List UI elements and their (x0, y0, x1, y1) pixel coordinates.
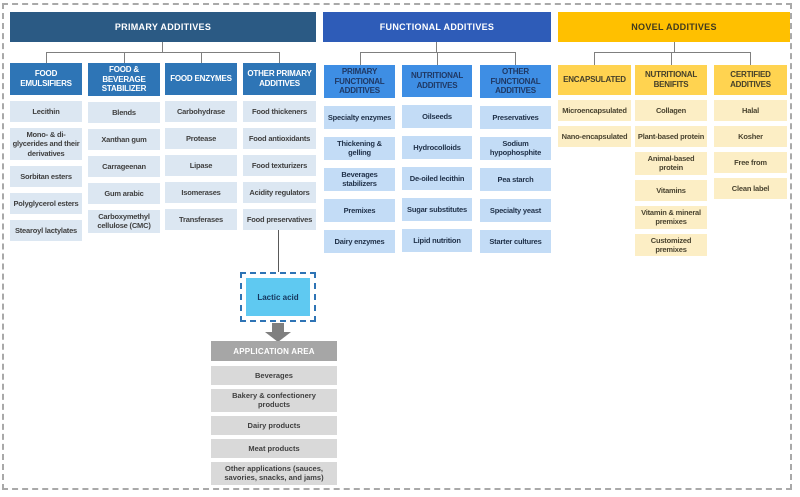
lactic-acid-label: Lactic acid (246, 278, 310, 316)
connector-novel-drop-2 (671, 52, 672, 65)
item-clean-label: Clean label (714, 178, 787, 199)
lactic-acid-highlight-box: Lactic acid (240, 272, 316, 322)
down-arrow-head-icon (265, 332, 291, 342)
item-free-from: Free from (714, 152, 787, 173)
item-premixes: Premixes (324, 198, 395, 222)
nutritional-additives-header: NUTRITIONAL ADDITIVES (402, 65, 472, 97)
column-other-functional-additives: OTHER FUNCTIONAL ADDITIVES Preservatives… (480, 65, 551, 253)
app-item-meat-products: Meat products (211, 438, 337, 458)
item-beverages-stabilizers: Beverages stabilizers (324, 167, 395, 191)
other-functional-additives-header: OTHER FUNCTIONAL ADDITIVES (480, 65, 551, 98)
item-acidity-regulators: Acidity regulators (243, 182, 316, 203)
primary-additives-header: PRIMARY ADDITIVES (10, 12, 316, 42)
app-item-other-applications: Other applications (sauces, savories, sn… (211, 461, 337, 485)
item-carbohydrase: Carbohydrase (165, 101, 237, 122)
column-nutritional-benifits: NUTRITIONAL BENIFITS Collagen Plant-base… (635, 65, 707, 257)
column-other-primary-additives: OTHER PRIMARY ADDITIVES Food thickeners … (243, 63, 316, 230)
functional-additives-header: FUNCTIONAL ADDITIVES (323, 12, 551, 42)
connector-functional-stem (436, 42, 437, 52)
item-customized-premixes: Customized premixes (635, 233, 707, 257)
application-area-list: Beverages Bakery & confectionery product… (211, 366, 337, 485)
item-cmc: Carboxymethyl cellulose (CMC) (88, 209, 160, 233)
item-collagen: Collagen (635, 100, 707, 121)
item-lipid-nutrition: Lipid nutrition (402, 229, 472, 252)
item-food-texturizers: Food texturizers (243, 155, 316, 176)
item-stearoyl-lactylates: Stearoyl lactylates (10, 220, 82, 242)
connector-primary-drop-3 (201, 52, 202, 63)
item-protease: Protease (165, 128, 237, 149)
connector-novel-horizontal (594, 52, 751, 53)
food-emulsifiers-header: FOOD EMULSIFIERS (10, 63, 82, 95)
item-plant-based-protein: Plant-based protein (635, 126, 707, 147)
item-hydrocolloids: Hydrocolloids (402, 136, 472, 159)
connector-novel-stem (674, 42, 675, 52)
item-sugar-substitutes: Sugar substitutes (402, 198, 472, 221)
item-isomerases: Isomerases (165, 182, 237, 203)
app-item-dairy-products: Dairy products (211, 415, 337, 435)
column-primary-functional-additives: PRIMARY FUNCTIONAL ADDITIVES Specialty e… (324, 65, 395, 253)
column-nutritional-additives: NUTRITIONAL ADDITIVES Oilseeds Hydrocoll… (402, 65, 472, 252)
primary-functional-additives-header: PRIMARY FUNCTIONAL ADDITIVES (324, 65, 395, 98)
item-halal: Halal (714, 100, 787, 121)
item-vitamins: Vitamins (635, 179, 707, 201)
item-oilseeds: Oilseeds (402, 105, 472, 128)
item-thickening-gelling: Thickening & gelling (324, 136, 395, 160)
column-food-beverage-stabilizer: FOOD & BEVERAGE STABILIZER Blends Xantha… (88, 63, 160, 233)
connector-primary-drop-2 (124, 52, 125, 63)
connector-functional-horizontal (360, 52, 516, 53)
encapsulated-header: ENCAPSULATED (558, 65, 631, 95)
column-certified-additives: CERTIFIED ADDITIVES Halal Kosher Free fr… (714, 65, 787, 199)
item-food-preservatives: Food preservatives (243, 209, 316, 230)
connector-lactic-acid (278, 230, 279, 273)
novel-additives-header: NOVEL ADDITIVES (558, 12, 790, 42)
connector-primary-drop-4 (279, 52, 280, 63)
item-lecithin: Lecithin (10, 101, 82, 122)
column-food-emulsifiers: FOOD EMULSIFIERS Lecithin Mono- & di-gly… (10, 63, 82, 242)
application-area-header: APPLICATION AREA (211, 341, 337, 361)
item-gum-arabic: Gum arabic (88, 182, 160, 204)
connector-functional-drop-2 (437, 52, 438, 65)
connector-functional-drop-3 (515, 52, 516, 65)
item-specialty-enzymes: Specialty enzymes (324, 105, 395, 129)
item-de-oiled-lecithin: De-oiled lecithin (402, 167, 472, 190)
item-specialty-yeast: Specialty yeast (480, 198, 551, 222)
item-dairy-enzymes: Dairy enzymes (324, 229, 395, 253)
other-primary-additives-header: OTHER PRIMARY ADDITIVES (243, 63, 316, 95)
item-mono-di-glycerides: Mono- & di-glycerides and their derivati… (10, 128, 82, 161)
item-polyglycerol-esters: Polyglycerol esters (10, 193, 82, 215)
item-lipase: Lipase (165, 155, 237, 176)
item-sorbitan-esters: Sorbitan esters (10, 166, 82, 188)
connector-primary-horizontal (46, 52, 280, 53)
item-xanthan-gum: Xanthan gum (88, 128, 160, 150)
item-nano-encapsulated: Nano-encapsulated (558, 126, 631, 147)
column-food-enzymes: FOOD ENZYMES Carbohydrase Protease Lipas… (165, 63, 237, 230)
connector-novel-drop-1 (594, 52, 595, 65)
app-item-bakery-confectionery: Bakery & confectionery products (211, 389, 337, 412)
column-encapsulated: ENCAPSULATED Microencapsulated Nano-enca… (558, 65, 631, 147)
item-food-thickeners: Food thickeners (243, 101, 316, 122)
nutritional-benifits-header: NUTRITIONAL BENIFITS (635, 65, 707, 95)
app-item-beverages: Beverages (211, 366, 337, 385)
connector-novel-drop-3 (750, 52, 751, 65)
connector-primary-stem (162, 42, 163, 52)
item-carrageenan: Carrageenan (88, 155, 160, 177)
item-blends: Blends (88, 101, 160, 123)
item-food-antioxidants: Food antioxidants (243, 128, 316, 149)
connector-functional-drop-1 (360, 52, 361, 65)
item-preservatives: Preservatives (480, 105, 551, 129)
food-enzymes-header: FOOD ENZYMES (165, 63, 237, 95)
certified-additives-header: CERTIFIED ADDITIVES (714, 65, 787, 95)
item-starter-cultures: Starter cultures (480, 229, 551, 253)
down-arrow-icon (272, 323, 284, 332)
item-sodium-hypophosphite: Sodium hypophosphite (480, 136, 551, 160)
item-kosher: Kosher (714, 126, 787, 147)
item-microencapsulated: Microencapsulated (558, 100, 631, 121)
connector-primary-drop-1 (46, 52, 47, 63)
item-vitamin-mineral-premixes: Vitamin & mineral premixes (635, 205, 707, 229)
item-pea-starch: Pea starch (480, 167, 551, 191)
item-animal-based-protein: Animal-based protein (635, 152, 707, 175)
item-transferases: Transferases (165, 209, 237, 230)
food-beverage-stabilizer-header: FOOD & BEVERAGE STABILIZER (88, 63, 160, 96)
